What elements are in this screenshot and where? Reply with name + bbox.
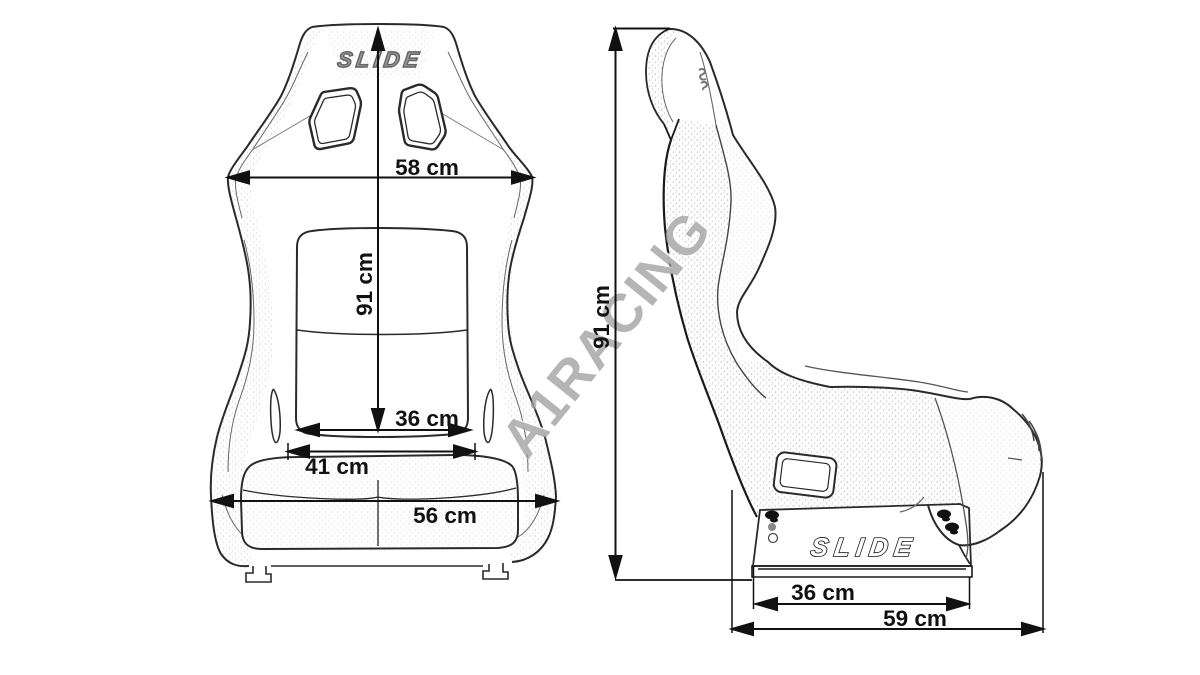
svg-text:36 cm: 36 cm xyxy=(395,406,459,431)
svg-text:36 cm: 36 cm xyxy=(791,580,855,605)
svg-text:91 cm: 91 cm xyxy=(352,252,377,316)
svg-text:SLIDE: SLIDE xyxy=(809,532,920,562)
svg-text:58 cm: 58 cm xyxy=(395,155,459,180)
svg-text:SLIDE: SLIDE xyxy=(336,47,424,72)
svg-text:59 cm: 59 cm xyxy=(883,606,947,631)
svg-text:91 cm: 91 cm xyxy=(589,285,614,349)
svg-text:56 cm: 56 cm xyxy=(413,503,477,528)
svg-text:41 cm: 41 cm xyxy=(305,454,369,479)
